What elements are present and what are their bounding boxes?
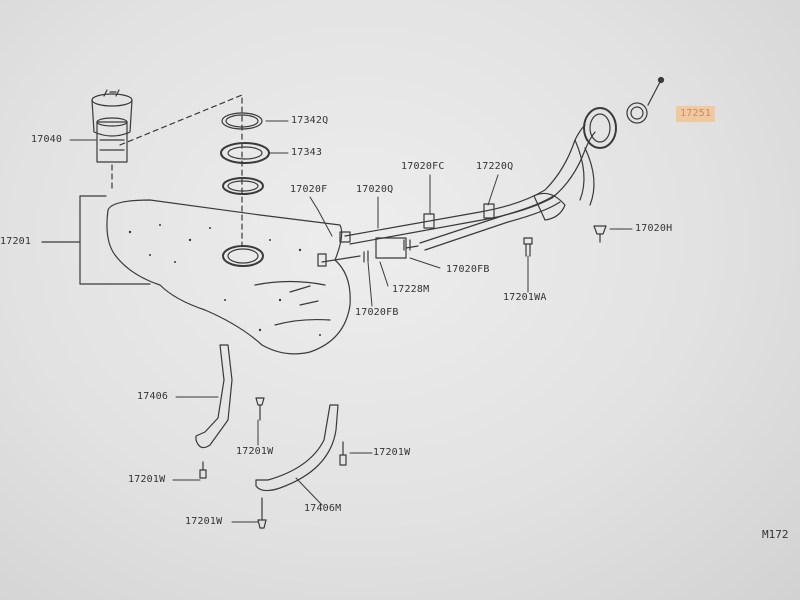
- part-label-17201w-right: 17201W: [373, 447, 411, 458]
- part-label-17020f: 17020F: [290, 184, 328, 195]
- part-label-17020fb-bottom: 17020FB: [355, 307, 399, 318]
- strap-17406: [195, 344, 233, 449]
- strap-bolts: [199, 397, 347, 529]
- part-label-17201: 17201: [0, 236, 32, 247]
- strap-17406m: [255, 404, 339, 492]
- gasket-ring: [222, 177, 264, 195]
- assembly-guide-dashed: [111, 94, 243, 246]
- fuel-pump-module: [91, 89, 133, 163]
- vent-part-17228m: [375, 237, 407, 259]
- part-label-17201wa: 17201WA: [503, 292, 547, 303]
- part-label-17020fb-right: 17020FB: [446, 264, 490, 275]
- part-label-17342q: 17342Q: [291, 115, 329, 126]
- diagram-code: M172: [762, 528, 789, 541]
- fuel-tank-17201: [106, 199, 351, 355]
- part-label-17220q: 17220Q: [476, 161, 514, 172]
- retainer-17343: [220, 142, 270, 164]
- part-label-17020h: 17020H: [635, 223, 673, 234]
- part-label-17406: 17406: [137, 391, 169, 402]
- filler-neck: [583, 107, 617, 149]
- part-label-17228m: 17228M: [392, 284, 430, 295]
- screw-17020h: [593, 225, 607, 243]
- part-label-17343: 17343: [291, 147, 323, 158]
- part-label-17201w-lower: 17201W: [185, 516, 223, 527]
- part-label-17020fc: 17020FC: [401, 161, 445, 172]
- bolt-17201wa: [523, 237, 533, 257]
- part-label-17406m: 17406M: [304, 503, 342, 514]
- lock-ring-17342q: [221, 112, 263, 130]
- leader-lines: [69, 120, 633, 523]
- part-label-17201w-upper: 17201W: [236, 446, 274, 457]
- part-label-17040: 17040: [31, 134, 63, 145]
- part-label-17201w-left: 17201W: [128, 474, 166, 485]
- part-label-17020q: 17020Q: [356, 184, 394, 195]
- filler-tube: [339, 124, 596, 251]
- part-label-17251-highlighted[interactable]: 17251: [676, 106, 716, 122]
- filler-cap-17251: [626, 102, 648, 124]
